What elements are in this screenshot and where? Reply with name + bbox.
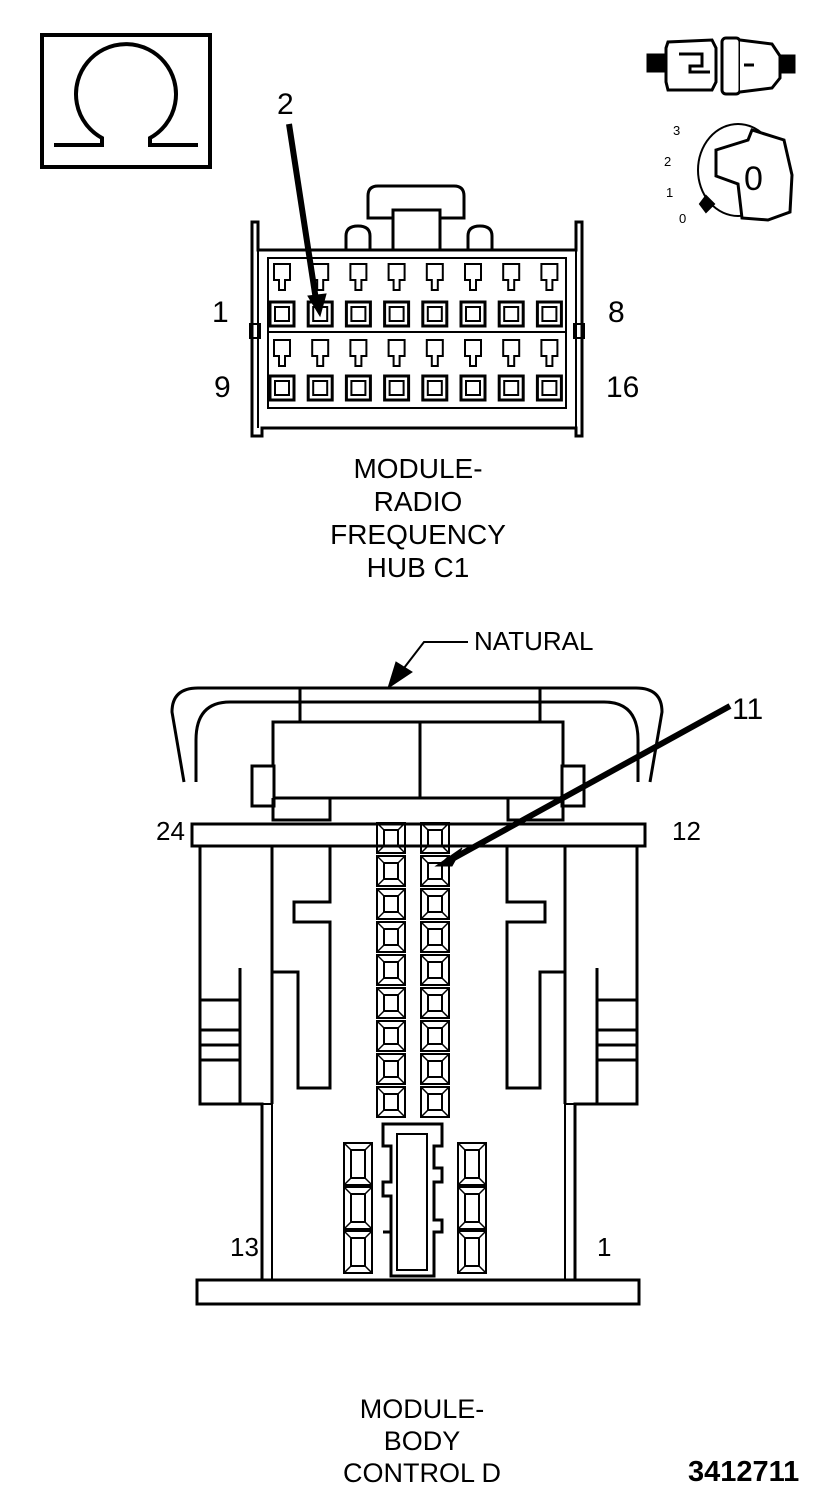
terminal-cavity <box>420 1053 450 1085</box>
bcm-title-line: MODULE- <box>359 1394 485 1424</box>
rf-hub-pin-label-1: 1 <box>212 296 229 329</box>
terminal-cavity <box>343 1230 373 1274</box>
bcm-title-line: CONTROL D <box>342 1458 501 1488</box>
terminal-cavity <box>376 1020 406 1052</box>
terminal-cavity <box>376 855 406 887</box>
terminal-cavity <box>535 339 563 402</box>
terminal-cavity <box>420 954 450 986</box>
terminal-cavity <box>376 954 406 986</box>
terminal-cavity <box>420 987 450 1019</box>
bcm-pin-label-24: 24 <box>156 816 185 846</box>
terminal-cavity <box>535 263 563 328</box>
terminal-cavity <box>420 855 450 887</box>
terminal-cavity <box>376 888 406 920</box>
terminal-cavity <box>344 263 372 328</box>
terminal-cavity <box>376 1086 406 1118</box>
bcm-pin-label-13: 13 <box>230 1232 259 1262</box>
callout-leaders <box>286 123 732 867</box>
terminal-cavity <box>420 888 450 920</box>
ohm-icon <box>40 33 212 169</box>
rf-hub-title: MODULE- RADIO FREQUENCY HUB C1 <box>300 452 536 584</box>
terminal-cavity <box>420 1020 450 1052</box>
ignition-position-0: 0 <box>679 211 687 226</box>
terminal-cavity <box>457 1186 487 1230</box>
terminal-cavity <box>376 921 406 953</box>
rf-hub-connector <box>249 184 585 438</box>
rf-hub-pin-callout: 2 <box>277 88 294 121</box>
ignition-position-3: 3 <box>673 123 681 138</box>
terminal-cavity <box>420 822 450 854</box>
terminal-cavity <box>376 987 406 1019</box>
bcm-pin-callout: 11 <box>732 693 764 726</box>
terminal-cavity <box>268 339 296 402</box>
ignition-position-1: 1 <box>666 185 674 200</box>
bcm-natural-label: NATURAL <box>474 626 594 656</box>
terminal-cavity <box>306 339 334 402</box>
terminal-cavity <box>343 1186 373 1230</box>
bcm-connector <box>170 686 664 1306</box>
terminal-cavity <box>497 339 525 402</box>
rf-hub-title-line: MODULE- <box>353 453 483 484</box>
terminal-cavity <box>383 339 411 402</box>
terminal-cavity <box>497 263 525 328</box>
terminal-cavity <box>376 1053 406 1085</box>
terminal-cavity <box>268 263 296 328</box>
bcm-pin-label-1: 1 <box>597 1232 612 1262</box>
ignition-key-label: 0 <box>744 160 763 198</box>
terminal-cavity <box>459 263 487 328</box>
terminal-cavity <box>421 339 449 402</box>
rf-hub-pin-label-16: 16 <box>606 371 640 404</box>
terminal-cavity <box>383 263 411 328</box>
rf-hub-title-line: FREQUENCY <box>330 519 506 550</box>
bcm-title: MODULE- BODY CONTROL D <box>312 1393 532 1489</box>
arrow-icon <box>387 661 413 690</box>
terminal-cavity <box>343 1142 373 1186</box>
ignition-key-icon <box>697 123 794 222</box>
rf-hub-pin-label-9: 9 <box>214 371 231 404</box>
terminal-cavity <box>421 263 449 328</box>
figure-id: 3412711 <box>688 1456 800 1488</box>
arrow-icon <box>307 293 327 318</box>
connector-icon <box>646 36 796 96</box>
arrow-icon <box>434 847 463 867</box>
terminal-cavity <box>420 1086 450 1118</box>
rf-hub-title-line: HUB C1 <box>366 552 470 583</box>
terminal-cavity <box>457 1142 487 1186</box>
terminal-cavity <box>457 1230 487 1274</box>
rf-hub-pin-label-8: 8 <box>608 296 625 329</box>
terminal-cavity <box>376 822 406 854</box>
terminal-cavity <box>459 339 487 402</box>
bcm-title-line: BODY <box>383 1426 461 1456</box>
terminal-cavity <box>420 921 450 953</box>
terminal-cavity <box>344 339 372 402</box>
rf-hub-title-line: RADIO <box>373 486 463 517</box>
ignition-position-2: 2 <box>664 154 672 169</box>
bcm-pin-label-12: 12 <box>672 816 701 846</box>
